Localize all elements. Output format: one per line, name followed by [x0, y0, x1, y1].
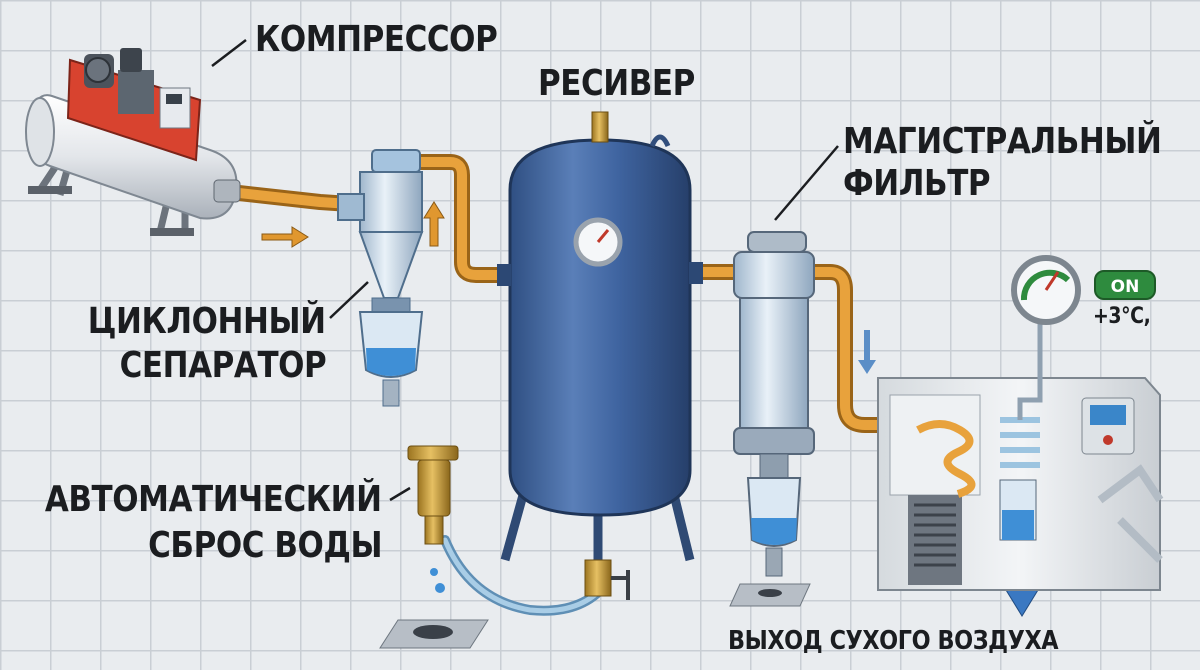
flow-arrow-up: [424, 202, 444, 246]
status-badge-on: ON: [1094, 270, 1156, 300]
leader-line-filter: [775, 146, 838, 220]
main-filter: [730, 232, 814, 606]
label-cyclone-line2: СЕПАРАТОР: [119, 348, 326, 384]
receiver-tank: [497, 112, 703, 600]
flow-arrow-right: [262, 227, 308, 247]
cyclone-separator: [338, 150, 422, 406]
label-drain-line1: АВТОМАТИЧЕСКИЙ: [45, 482, 382, 518]
label-dry-air-out: ВЫХОД СУХОГО ВОЗДУХА: [728, 628, 1058, 654]
label-compressor: КОМПРЕССОР: [255, 22, 497, 58]
auto-drain-valve: [380, 446, 488, 648]
label-drain-line2: СБРОС ВОДЫ: [148, 528, 382, 564]
label-main-filter-line1: МАГИСТРАЛЬНЫЙ: [843, 124, 1162, 160]
flow-arrow-down: [858, 330, 876, 374]
leader-line-drain: [390, 488, 410, 500]
label-cyclone-line1: ЦИКЛОННЫЙ: [88, 304, 326, 340]
label-receiver: РЕСИВЕР: [538, 66, 695, 102]
compressor: [26, 48, 240, 236]
label-main-filter-line2: ФИЛЬТР: [843, 166, 990, 202]
dryer-temperature: +3°C,: [1093, 306, 1150, 328]
leader-line-compressor: [212, 40, 246, 66]
